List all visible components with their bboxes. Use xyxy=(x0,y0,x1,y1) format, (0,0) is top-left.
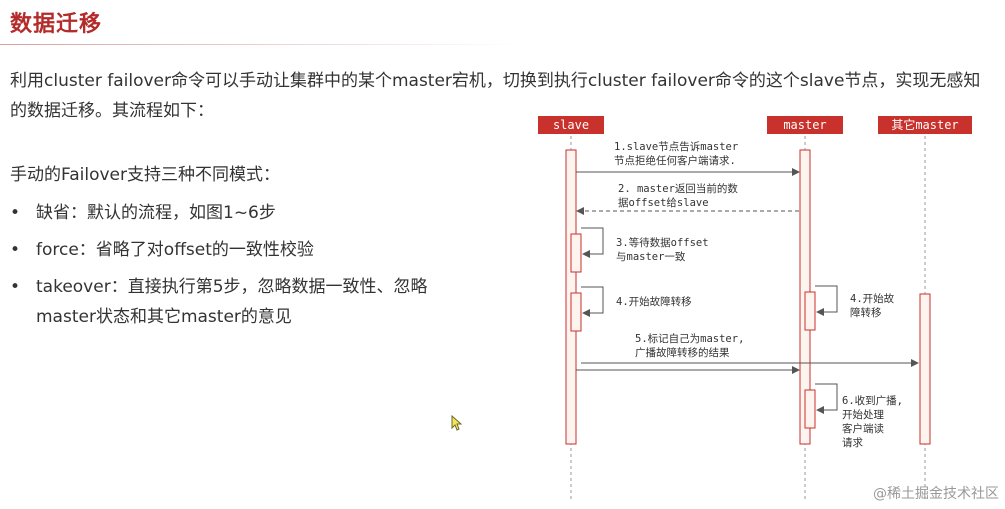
msg-2-label: 2. master返回当前的数 据offset给slave xyxy=(618,182,744,209)
list-item: • 缺省：默认的流程，如图1~6步 xyxy=(10,198,480,228)
arrow-msg-6 xyxy=(815,383,838,414)
participant-other-master: 其它master xyxy=(878,116,972,134)
participant-master: master xyxy=(767,116,843,134)
msg-3-label: 3.等待数据offset 与master一致 xyxy=(616,236,715,263)
svg-text:master: master xyxy=(783,118,826,132)
activation-other-master xyxy=(919,293,931,445)
mode-default: 缺省：默认的流程，如图1~6步 xyxy=(36,203,276,223)
title-divider xyxy=(0,44,520,45)
msg-4-slave-label: 4.开始故障转移 xyxy=(616,295,692,308)
watermark: @稀土掘金技术社区 xyxy=(873,486,999,502)
sequence-diagram: slave master 其它master 1.slave节点告诉master … xyxy=(538,116,972,500)
bullet-icon: • xyxy=(10,240,21,260)
msg-6-label: 6.收到广播, 开始处理 客户端读 请求 xyxy=(842,394,909,449)
mode-force: force：省略了对offset的一致性校验 xyxy=(36,240,314,260)
bullet-icon: • xyxy=(10,277,21,297)
svg-text:slave: slave xyxy=(553,118,589,132)
msg-5-label: 5.标记自己为master, 广播故障转移的结果 xyxy=(635,332,751,359)
bullet-icon: • xyxy=(10,203,21,223)
arrow-msg-3 xyxy=(581,227,604,258)
arrow-msg-4-slave xyxy=(581,286,604,317)
modes-heading: 手动的Failover支持三种不同模式： xyxy=(10,165,280,185)
activation-master-step4 xyxy=(804,291,816,331)
participant-slave: slave xyxy=(538,116,604,134)
list-item: • takeover：直接执行第5步，忽略数据一致性、忽略master状态和其它m… xyxy=(10,272,480,332)
svg-text:其它master: 其它master xyxy=(891,117,958,132)
msg-4-master-label: 4.开始故 障转移 xyxy=(850,292,900,319)
list-item: • force：省略了对offset的一致性校验 xyxy=(10,235,480,265)
mode-takeover: takeover：直接执行第5步，忽略数据一致性、忽略master状态和其它ma… xyxy=(36,277,428,327)
arrow-msg-4-master xyxy=(815,285,838,316)
msg-1-label: 1.slave节点告诉master 节点拒绝任何客户端请求. xyxy=(614,140,745,167)
mouse-cursor-icon xyxy=(451,415,463,431)
activation-slave-step3 xyxy=(570,233,582,273)
page-title: 数据迁移 xyxy=(10,12,103,37)
intro-paragraph: 利用cluster failover命令可以手动让集群中的某个master宕机，… xyxy=(10,71,981,121)
activation-slave-step4 xyxy=(570,292,582,332)
activation-master-step6 xyxy=(804,389,816,429)
modes-list: • 缺省：默认的流程，如图1~6步 • force：省略了对offset的一致性校验… xyxy=(10,198,480,339)
